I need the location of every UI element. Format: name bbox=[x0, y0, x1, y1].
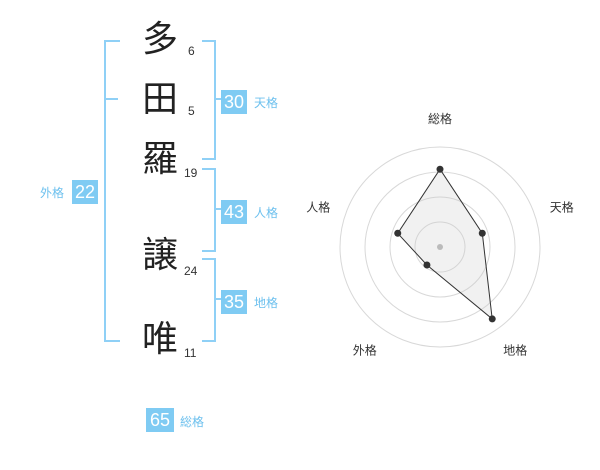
name-char-1: 多 bbox=[141, 19, 178, 60]
radar-axis-label: 総格 bbox=[428, 111, 452, 126]
stroke-count-2: 5 bbox=[188, 104, 195, 118]
radar-axis-label: 天格 bbox=[550, 199, 574, 214]
gaikaku-label: 外格 bbox=[40, 186, 65, 200]
radar-axis-label: 人格 bbox=[306, 199, 330, 214]
radar-ring bbox=[389, 196, 491, 298]
soukaku-score: 65 bbox=[146, 408, 174, 432]
radar-ring bbox=[414, 221, 466, 273]
chikaku-score: 35 bbox=[221, 290, 247, 314]
chikaku-bracket-tick bbox=[216, 298, 222, 300]
name-char-2: 田 bbox=[141, 79, 178, 120]
name-char-3: 羅 bbox=[141, 139, 178, 180]
radar-ring bbox=[339, 146, 541, 348]
stroke-count-5: 11 bbox=[184, 346, 197, 360]
jinkaku-label: 人格 bbox=[254, 206, 279, 220]
tenkaku-bracket-tick bbox=[216, 98, 222, 100]
soukaku-label: 総格 bbox=[180, 415, 205, 429]
radar-point bbox=[394, 229, 402, 237]
stroke-count-4: 24 bbox=[184, 264, 198, 278]
radar-point bbox=[488, 315, 496, 323]
radar-axis-label: 地格 bbox=[503, 343, 527, 358]
gaikaku-bracket-tick bbox=[104, 98, 118, 100]
jinkaku-bracket-tick bbox=[216, 208, 222, 210]
radar-axis-label: 外格 bbox=[353, 343, 377, 358]
stroke-count-1: 6 bbox=[188, 44, 195, 58]
radar-center-point bbox=[437, 244, 443, 250]
chikaku-bracket bbox=[202, 258, 216, 342]
radar-point bbox=[436, 165, 444, 173]
stroke-count-3: 19 bbox=[184, 166, 198, 180]
jinkaku-bracket bbox=[202, 168, 216, 252]
jinkaku-score: 43 bbox=[221, 200, 247, 224]
gaikaku-score: 22 bbox=[72, 180, 98, 204]
radar-point bbox=[478, 229, 486, 237]
tenkaku-score: 30 bbox=[221, 90, 247, 114]
name-char-4: 譲 bbox=[141, 235, 178, 276]
name-char-5: 唯 bbox=[141, 319, 178, 360]
gaikaku-bracket bbox=[104, 40, 120, 342]
chikaku-label: 地格 bbox=[254, 296, 279, 310]
radar-polygon bbox=[397, 168, 493, 321]
tenkaku-bracket bbox=[202, 40, 216, 160]
radar-point bbox=[423, 261, 431, 269]
tenkaku-label: 天格 bbox=[254, 96, 279, 110]
